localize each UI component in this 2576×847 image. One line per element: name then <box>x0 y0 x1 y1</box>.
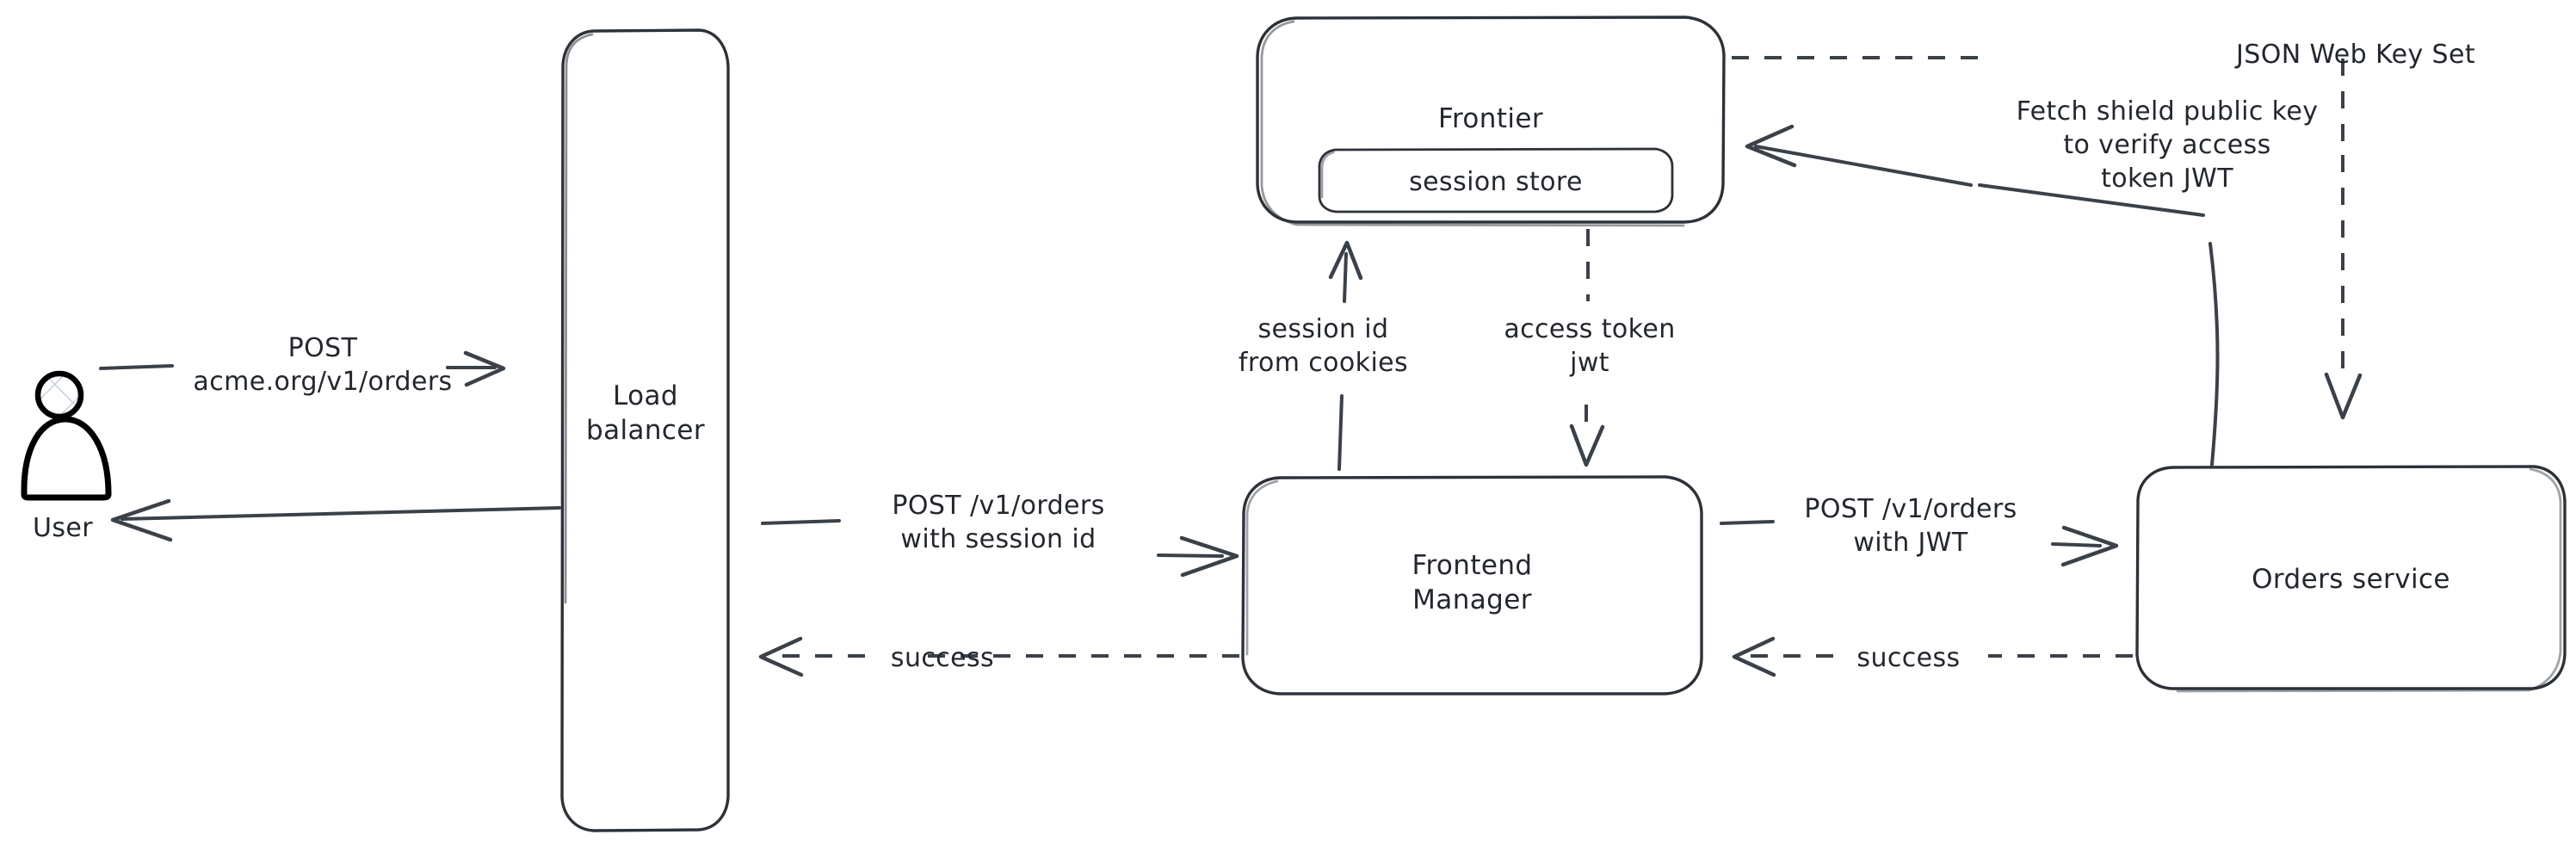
edge-lb-to-user <box>110 498 561 542</box>
frontier-label: Frontier <box>1437 103 1544 134</box>
edge-user-to-lb <box>99 350 506 387</box>
edge-fm-to-orders <box>1720 520 2119 567</box>
edge-label-orders-to-fm: success <box>1856 643 1961 673</box>
session-store-node[interactable] <box>1318 147 1674 213</box>
edge-orders-to-frontier <box>1745 124 2220 467</box>
user-actor-label: User <box>33 513 93 543</box>
edge-lb-to-fm <box>761 519 1239 578</box>
edge-frontier-to-fm <box>1569 229 1605 467</box>
edge-frontier-to-orders <box>1732 56 2363 420</box>
user-actor-icon <box>21 370 112 501</box>
edge-orders-to-fm <box>1732 636 2133 677</box>
orders-service-node[interactable] <box>2135 465 2567 693</box>
session-store-label: session store <box>1409 167 1583 197</box>
frontier-node[interactable] <box>1256 15 1726 227</box>
orders-service-label: Orders service <box>2252 564 2450 595</box>
load-balancer-node[interactable] <box>560 28 730 832</box>
edge-label-fm-to-lb: success <box>890 643 995 673</box>
edge-label-frontier-to-orders: JSON Web Key Set <box>2236 40 2476 70</box>
frontend-manager-node[interactable] <box>1241 475 1703 696</box>
edge-fm-to-lb <box>758 636 1239 677</box>
edge-fm-to-frontier <box>1328 240 1363 471</box>
